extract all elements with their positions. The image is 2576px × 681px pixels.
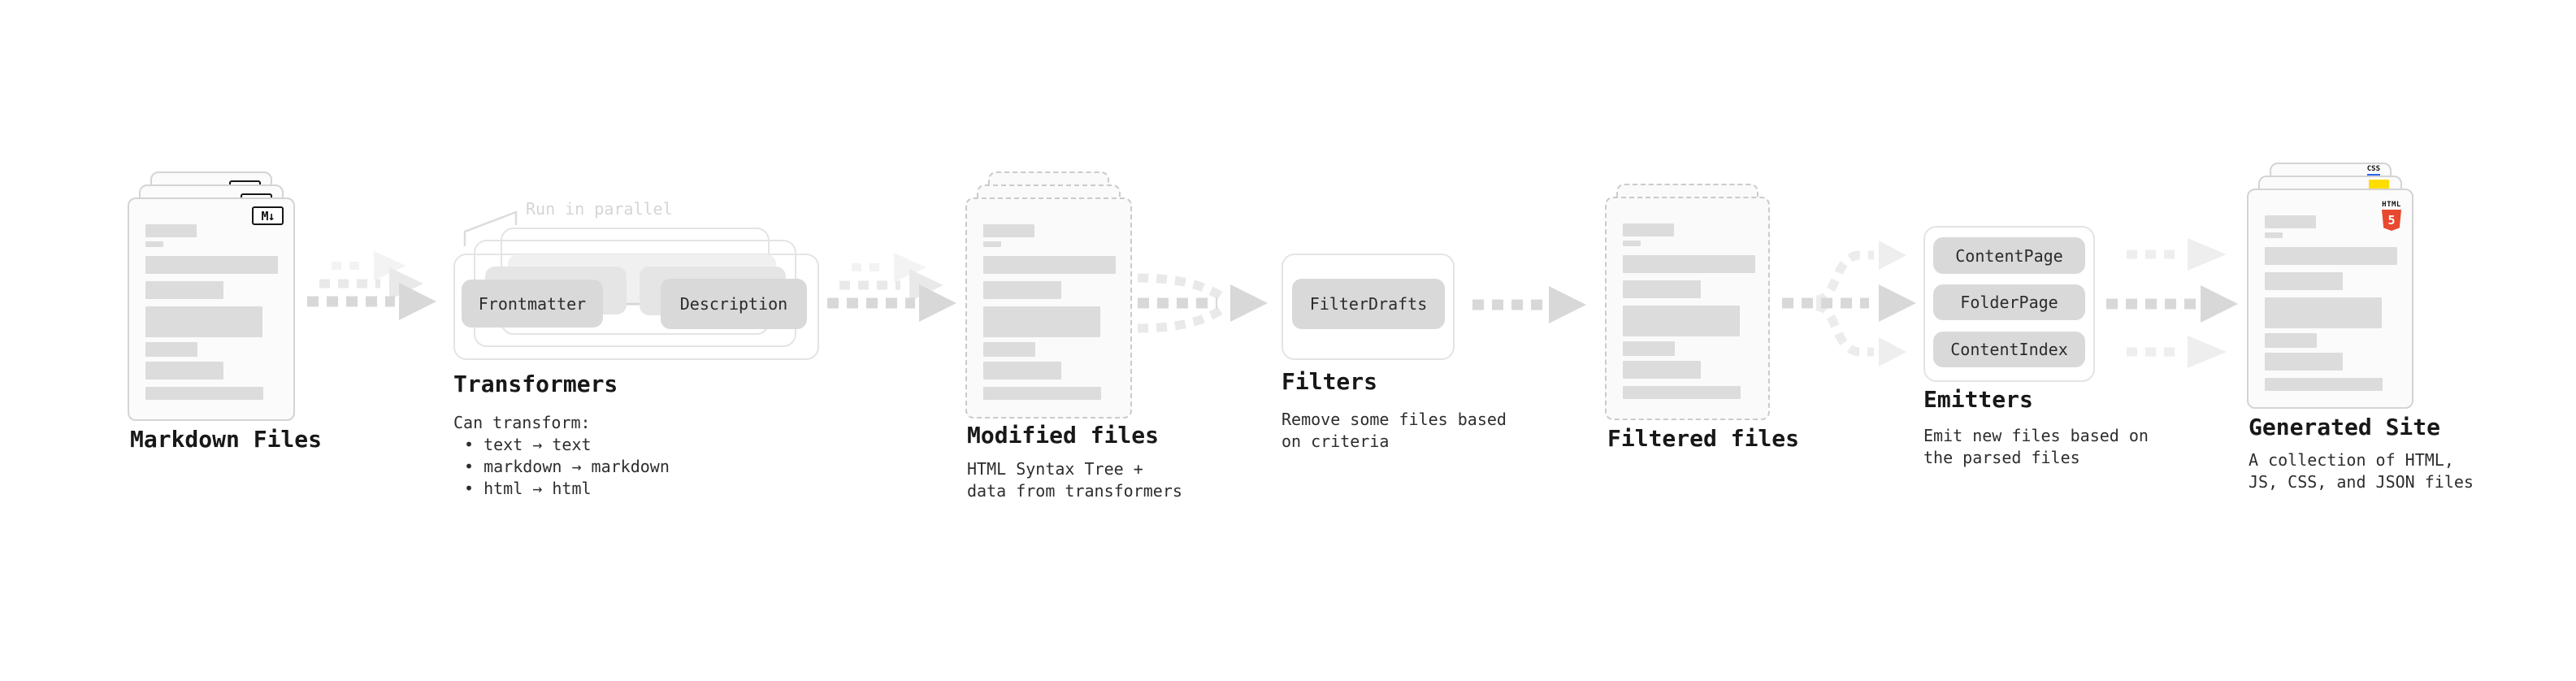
placeholder-text-bar (1623, 386, 1741, 399)
placeholder-text-bar (2265, 297, 2382, 328)
description-line: HTML Syntax Tree + (967, 459, 1143, 479)
placeholder-text-bar (145, 387, 263, 400)
html5-icon-label: HTML (2382, 201, 2401, 209)
placeholder-text-bar (2265, 215, 2316, 228)
folderpage-chip: FolderPage (1933, 284, 2085, 320)
generated-site-description: A collection of HTML, JS, CSS, and JSON … (2249, 449, 2474, 493)
arrow-transformers-to-modified (827, 253, 956, 322)
arrow-markdown-to-transformers (307, 251, 436, 320)
css-icon: CSS (2366, 166, 2380, 176)
frontmatter-chip: Frontmatter (462, 280, 603, 327)
filtered-files-title: Filtered files (1607, 425, 1800, 452)
html-file-page: HTML 5 (2247, 189, 2413, 409)
placeholder-text-bar (2265, 272, 2343, 290)
placeholder-text-bar (1623, 280, 1701, 298)
modified-file-page-front (965, 197, 1132, 419)
placeholder-text-bar (983, 256, 1116, 274)
filterdrafts-chip: FilterDrafts (1292, 279, 1445, 329)
filters-title: Filters (1281, 368, 1378, 395)
contentindex-chip: ContentIndex (1933, 332, 2085, 367)
placeholder-text-bar (145, 342, 197, 357)
arrow-emitters-to-generated (2106, 238, 2238, 368)
placeholder-text-bar (1623, 306, 1740, 336)
placeholder-text-bar (983, 362, 1061, 380)
html5-icon: HTML 5 (2381, 194, 2402, 231)
placeholder-text-bar (2265, 333, 2317, 348)
markdown-file-page-front: M↓ (128, 197, 295, 421)
description-line: on criteria (1281, 432, 1390, 451)
javascript-icon (2369, 180, 2389, 189)
description-line: • text → text (464, 435, 592, 454)
filters-card (1281, 254, 1455, 360)
arrow-filters-to-filtered (1472, 286, 1586, 323)
html5-icon-shield: 5 (2382, 210, 2401, 231)
description-line: the parsed files (1923, 448, 2080, 467)
description-chip: Description (661, 279, 807, 329)
description-line: JS, CSS, and JSON files (2249, 472, 2474, 492)
placeholder-text-bar (1623, 255, 1755, 273)
contentpage-chip: ContentPage (1933, 237, 2085, 274)
placeholder-text-bar (145, 224, 197, 237)
description-line: data from transformers (967, 481, 1182, 501)
placeholder-text-bar (1623, 223, 1674, 236)
placeholder-text-bar (1623, 361, 1701, 379)
placeholder-text-bar (983, 387, 1101, 400)
filters-description: Remove some files based on criteria (1281, 409, 1507, 453)
placeholder-text-bar (145, 241, 163, 247)
filtered-file-page-front (1605, 197, 1770, 420)
description-line: A collection of HTML, (2249, 450, 2454, 470)
placeholder-text-bar (2265, 353, 2343, 371)
emitters-title: Emitters (1923, 386, 2033, 413)
placeholder-text-bar (145, 362, 223, 380)
placeholder-text-bar (983, 241, 1001, 247)
placeholder-text-bar (145, 256, 278, 274)
description-line: Emit new files based on (1923, 426, 2149, 445)
placeholder-text-bar (2265, 247, 2397, 265)
description-line: Remove some files based (1281, 410, 1507, 429)
description-line: Can transform: (453, 413, 591, 432)
placeholder-text-bar (1623, 341, 1675, 356)
placeholder-text-bar (145, 281, 223, 299)
modified-files-description: HTML Syntax Tree + data from transformer… (967, 458, 1182, 502)
transformers-description: Can transform: • text → text • markdown … (453, 412, 670, 500)
arrow-filtered-to-emitters (1782, 241, 1916, 367)
generated-site-title: Generated Site (2249, 414, 2441, 440)
placeholder-text-bar (983, 224, 1034, 237)
description-line: • markdown → markdown (464, 457, 670, 476)
emitters-description: Emit new files based on the parsed files (1923, 425, 2149, 469)
transformers-title: Transformers (453, 371, 618, 397)
placeholder-text-bar (983, 342, 1035, 357)
placeholder-text-bar (983, 281, 1061, 299)
emitters-card (1923, 226, 2095, 382)
modified-files-title: Modified files (967, 422, 1160, 449)
run-in-parallel-note: Run in parallel (526, 199, 673, 219)
arrow-modified-to-filters (1137, 273, 1268, 333)
description-line: • html → html (464, 479, 592, 498)
placeholder-text-bar (145, 306, 262, 337)
placeholder-text-bar (2265, 232, 2283, 238)
placeholder-text-bar (1623, 241, 1641, 246)
markdown-files-title: Markdown Files (130, 426, 323, 453)
placeholder-text-bar (983, 306, 1100, 337)
markdown-icon: M↓ (252, 206, 284, 225)
placeholder-text-bar (2265, 378, 2383, 391)
